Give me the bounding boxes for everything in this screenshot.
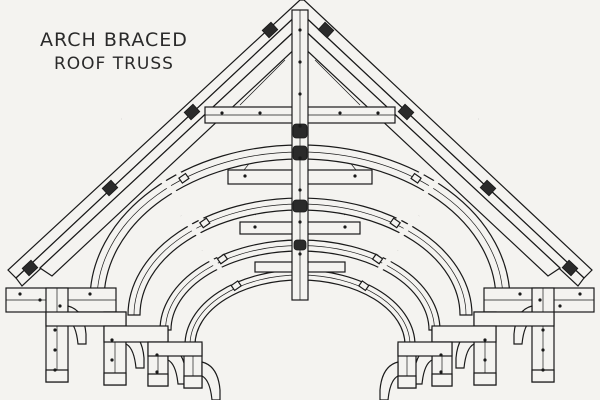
bolt-hole <box>558 304 562 308</box>
ledger-6 <box>397 341 453 357</box>
post-foot <box>397 375 417 389</box>
strut-block <box>389 217 402 229</box>
bolt-hole <box>110 338 114 342</box>
strut-block <box>410 172 422 184</box>
bolt-hole <box>243 174 247 178</box>
rafter-block-4 <box>21 259 39 277</box>
arch-2 <box>127 197 473 316</box>
ledger-5 <box>431 325 497 343</box>
rafter-block-7 <box>479 179 497 197</box>
bolt-hole <box>439 370 443 374</box>
post-foot <box>147 373 169 387</box>
title-line-2: ROOF TRUSS <box>53 54 174 74</box>
bolt-hole <box>53 368 57 372</box>
bolt-hole <box>220 111 224 115</box>
bolt-holes <box>18 28 582 374</box>
strut-block <box>371 253 384 265</box>
ledger-3 <box>147 341 203 357</box>
bolt-hole <box>298 92 302 96</box>
bolt-hole <box>353 174 357 178</box>
bolt-hole <box>541 348 545 352</box>
bolt-hole <box>298 60 302 64</box>
bolt-hole <box>541 368 545 372</box>
bolt-hole <box>538 298 542 302</box>
diagram-title: ARCH BRACED ROOF TRUSS <box>40 28 188 76</box>
strut-block <box>230 280 243 292</box>
bolt-hole <box>53 328 57 332</box>
bolt-hole <box>253 225 257 229</box>
bolt-hole <box>298 188 302 192</box>
wall-posts <box>45 287 555 400</box>
post-bracket <box>379 361 399 400</box>
title-line-1: ARCH BRACED <box>40 29 188 51</box>
post-foot <box>103 372 127 386</box>
rafter-block-2 <box>183 103 201 121</box>
rafter-blocks <box>21 21 579 277</box>
bolt-hole <box>298 156 302 160</box>
post-foot <box>531 369 555 383</box>
bolt-hole <box>298 220 302 224</box>
post-foot <box>473 372 497 386</box>
bolt-hole <box>298 28 302 32</box>
bolt-hole <box>343 225 347 229</box>
bolt-hole <box>18 292 22 296</box>
bolt-hole <box>578 292 582 296</box>
bolt-hole <box>541 328 545 332</box>
bolt-hole <box>298 124 302 128</box>
bolt-hole <box>298 252 302 256</box>
bolt-hole <box>518 292 522 296</box>
bolt-hole <box>483 338 487 342</box>
rafter-block-8 <box>561 259 579 277</box>
bolt-hole <box>258 111 262 115</box>
ledger-4 <box>473 311 555 327</box>
bolt-hole <box>155 353 159 357</box>
strut-brace-fill <box>179 214 225 262</box>
strut-brace-fill <box>392 169 448 226</box>
strut-brace-fill <box>375 214 421 262</box>
ledger-2 <box>103 325 169 343</box>
bolt-hole <box>483 358 487 362</box>
bolt-hole <box>439 353 443 357</box>
strut-block <box>357 280 370 292</box>
strut-brace-fill <box>361 248 400 289</box>
rafter-block-3 <box>101 179 119 197</box>
post-foot <box>183 375 203 389</box>
bolt-hole <box>88 292 92 296</box>
strut-brace-fill <box>152 169 208 226</box>
post-foot <box>431 373 453 387</box>
ledger-1 <box>45 311 127 327</box>
bolt-hole <box>38 298 42 302</box>
strut-block <box>216 253 229 265</box>
bolt-hole <box>58 304 62 308</box>
bolt-hole <box>155 370 159 374</box>
rafter-block-5 <box>317 21 335 39</box>
bolt-hole <box>53 348 57 352</box>
rafter-block-1 <box>261 21 279 39</box>
bolt-hole <box>376 111 380 115</box>
rafter-block-6 <box>397 103 415 121</box>
bolt-hole <box>338 111 342 115</box>
post-foot <box>45 369 69 383</box>
strut-block <box>198 217 211 229</box>
bolt-hole <box>110 358 114 362</box>
strut-block <box>178 172 190 184</box>
post-bracket <box>201 361 221 400</box>
king-post <box>291 9 309 301</box>
strut-brace-fill <box>200 248 239 289</box>
